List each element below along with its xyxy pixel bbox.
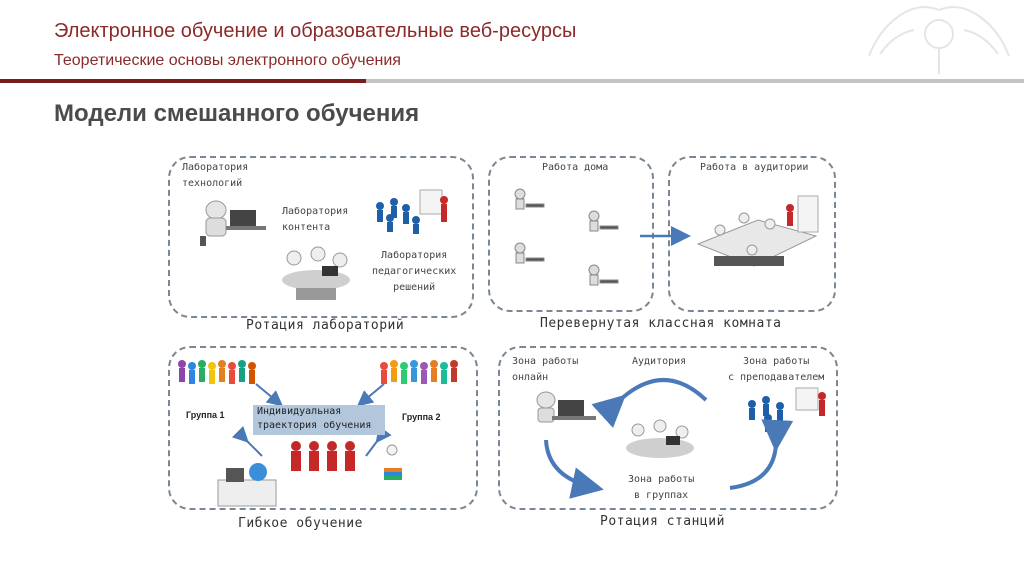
home-work-figures	[515, 189, 618, 285]
auditorium-label: Аудитория	[632, 354, 686, 370]
class-work-figure	[698, 196, 818, 266]
group-zone-label: Зона работы в группах	[628, 472, 694, 504]
caption-flipped: Перевернутая классная комната	[540, 316, 781, 331]
lab-pedagogy-label: Лаборатория педагогических решений	[372, 248, 456, 296]
group2-label: Группа 2	[402, 412, 441, 422]
trajectory-box: Индивидуальная траектория обучения	[253, 405, 385, 435]
caption-flex: Гибкое обучение	[238, 516, 363, 531]
caption-lab-rotation: Ротация лабораторий	[246, 318, 404, 333]
lab-content-label: Лаборатория контента	[282, 204, 348, 236]
lab-tech-figure	[200, 201, 266, 246]
lab-pedagogy-figure	[376, 190, 448, 234]
online-zone-label: Зона работы онлайн	[512, 354, 578, 386]
station-arrow-top	[620, 380, 706, 400]
home-work-label: Работа дома	[542, 160, 608, 176]
group1-figures	[178, 360, 256, 384]
lab-tech-label: Лаборатория технологий	[182, 160, 248, 192]
lab-content-figure	[282, 247, 350, 300]
group1-label: Группа 1	[186, 410, 225, 420]
computer-globe-figure	[218, 463, 276, 506]
group-zone-figure	[626, 420, 694, 458]
teacher-zone-figure	[748, 388, 826, 432]
red-figures	[291, 441, 355, 471]
station-arrow-left	[546, 440, 596, 488]
teacher-zone-label: Зона работы с преподавателем	[728, 354, 824, 386]
online-zone-figure	[537, 392, 596, 422]
caption-station-rotation: Ротация станций	[600, 514, 725, 529]
station-arrow-right	[730, 444, 776, 488]
books-bulb-figure	[384, 445, 402, 480]
trajectory-label: Индивидуальная траектория обучения	[253, 405, 385, 433]
class-work-label: Работа в аудитории	[700, 160, 808, 176]
group2-figures	[380, 360, 458, 384]
